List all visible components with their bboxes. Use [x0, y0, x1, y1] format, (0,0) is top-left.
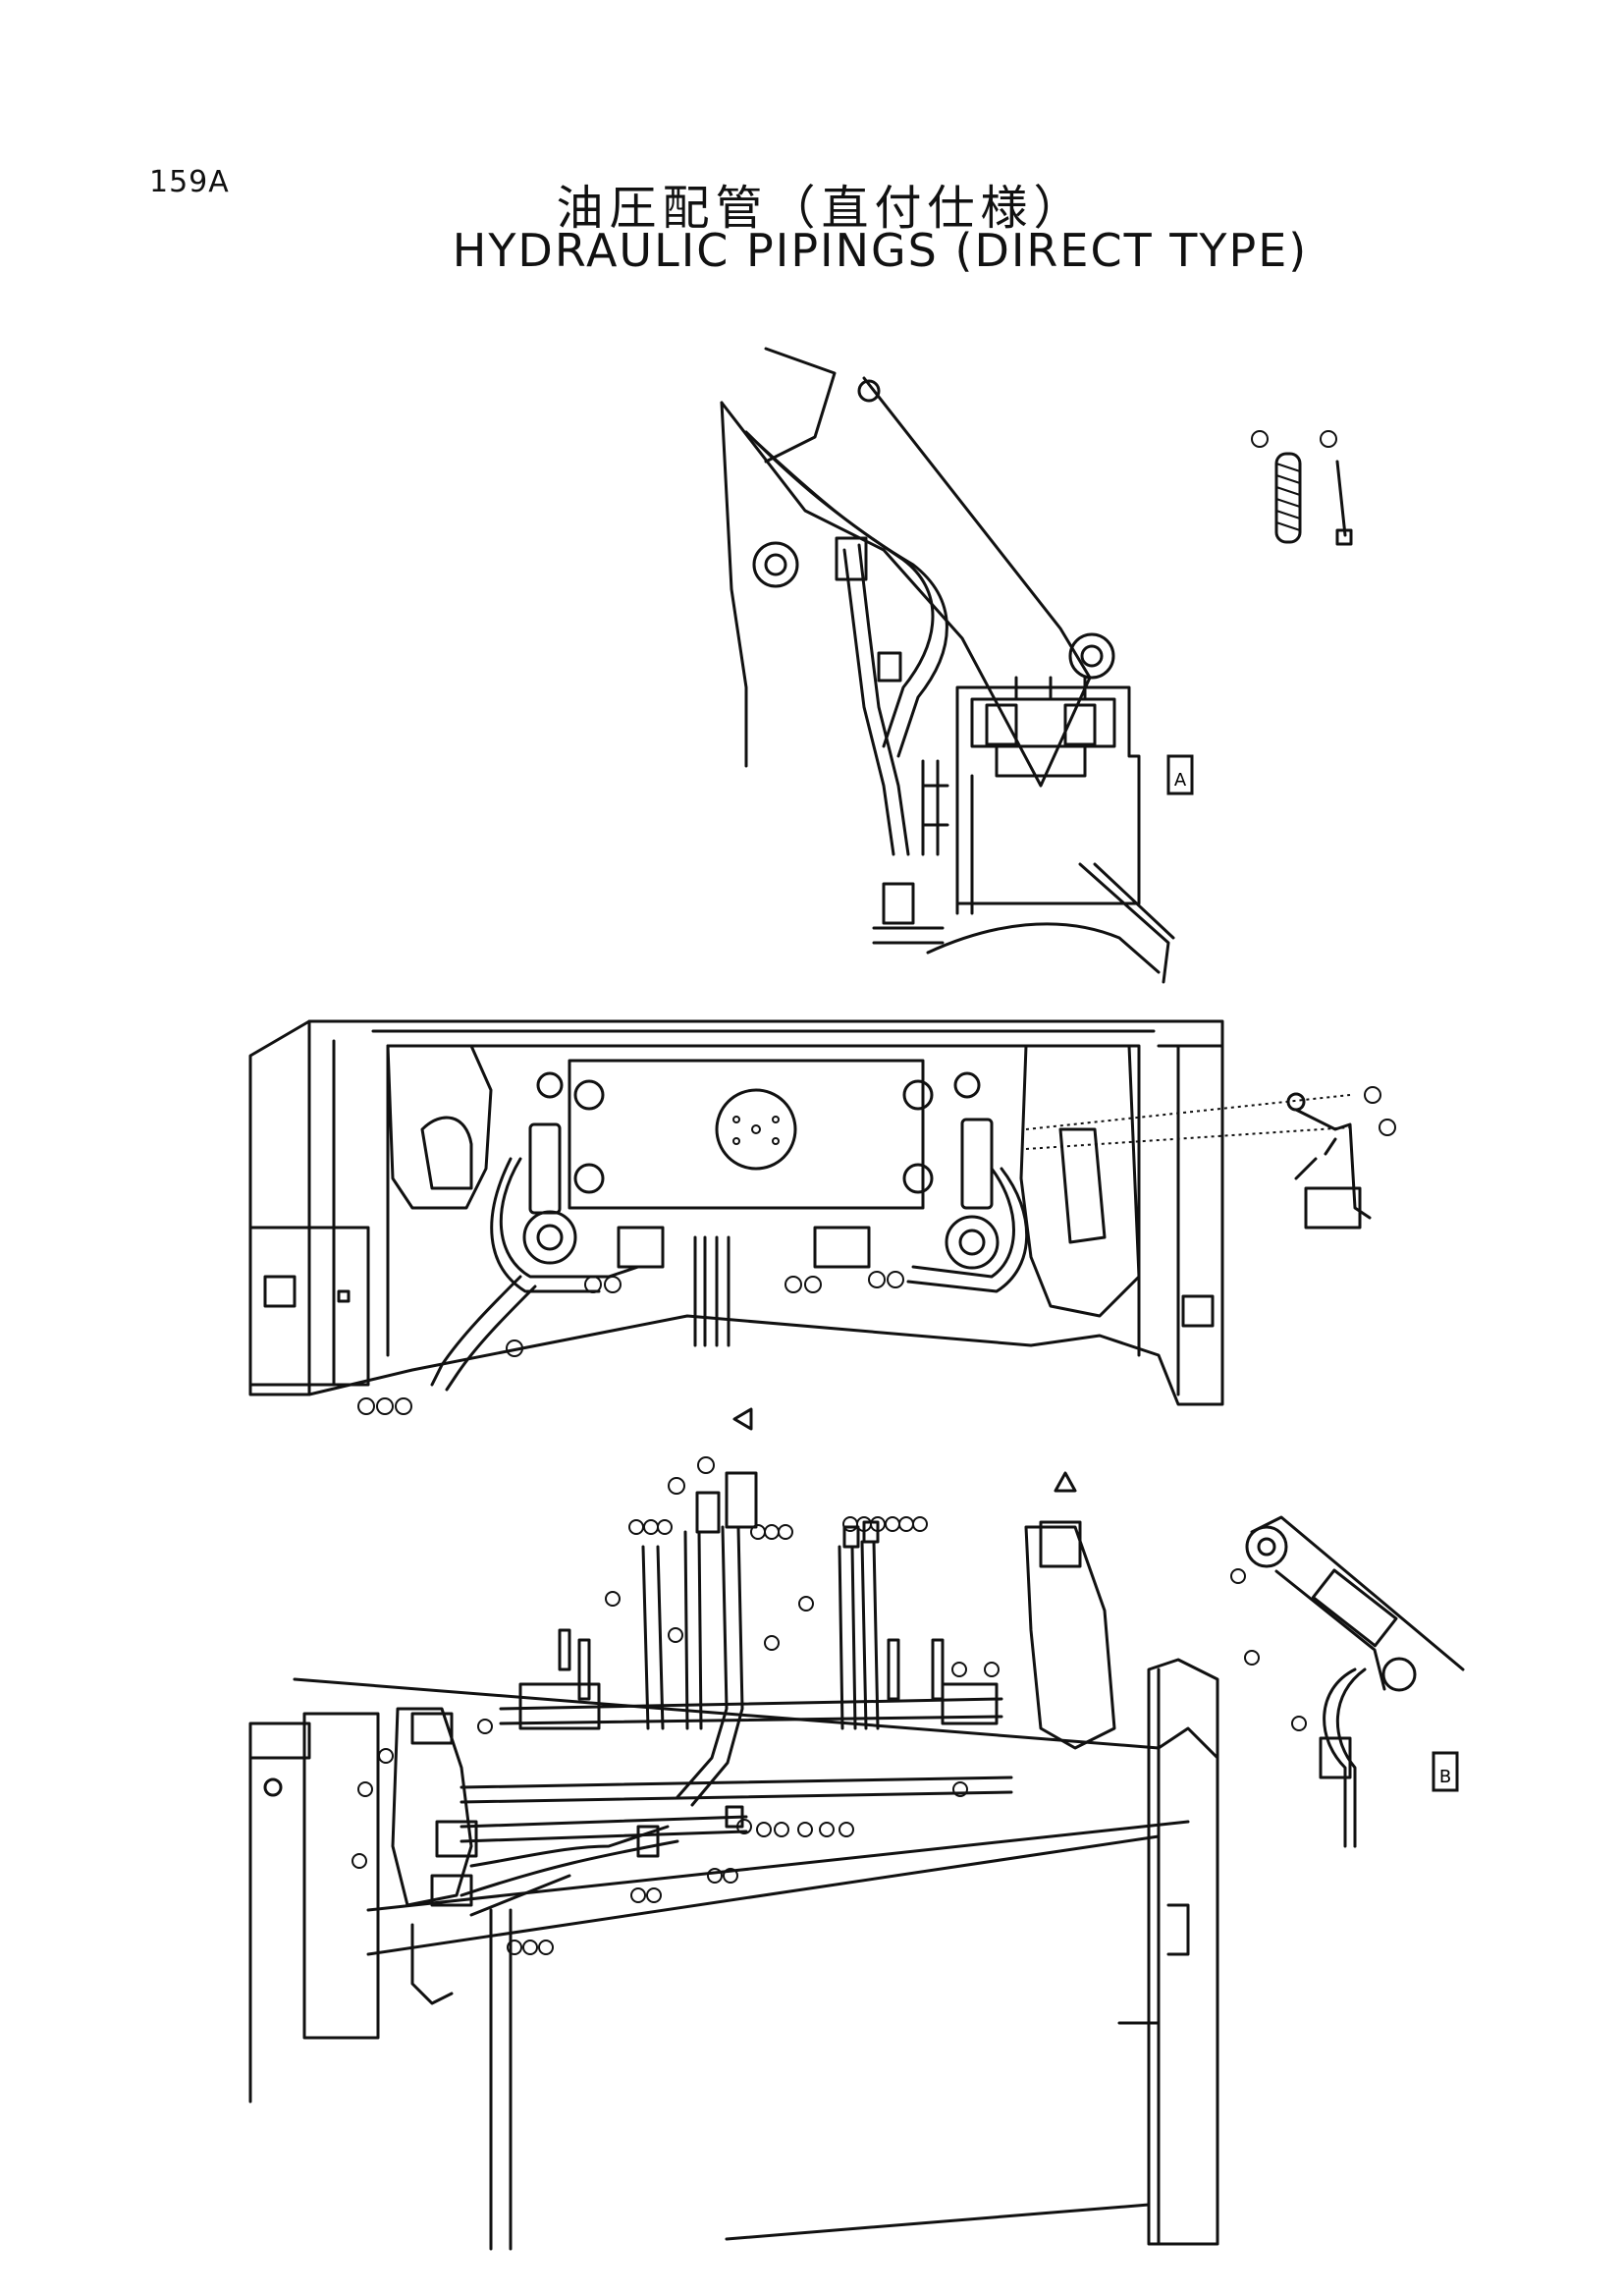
title-japanese: 油圧配管（直付仕様）	[556, 181, 1087, 236]
callout-balloon	[736, 1819, 854, 1837]
callout-balloon	[507, 1940, 554, 1955]
callout-balloon	[951, 1662, 1000, 1797]
view-b-label: B	[1439, 1767, 1451, 1787]
callout-balloon	[352, 1719, 493, 1869]
view-a-marker: A	[1166, 754, 1194, 795]
fitting-detail-right	[1025, 1092, 1372, 1230]
direction-arrow-2	[1054, 1471, 1077, 1493]
frame-plan-view	[248, 1019, 1224, 1406]
callout-balloon	[605, 1591, 814, 1651]
callout-balloon	[668, 1456, 715, 1495]
callout-balloons	[352, 1086, 1396, 1955]
callout-balloon	[784, 1271, 904, 1293]
callout-balloon	[630, 1868, 738, 1903]
callout-balloon	[506, 1086, 1396, 1357]
view-b-marker: B	[1432, 1751, 1459, 1792]
cylinder-detail-b	[1245, 1515, 1465, 1848]
callout-balloon	[584, 1276, 622, 1293]
callout-balloon	[628, 1519, 673, 1535]
view-a-label: A	[1174, 770, 1187, 791]
spare-parts-detail	[1251, 430, 1353, 546]
direction-arrow-1	[732, 1407, 753, 1431]
boom-foot-view	[720, 347, 1175, 984]
callout-balloon	[750, 1524, 793, 1540]
callout-balloon	[1230, 1568, 1307, 1731]
title-english: HYDRAULIC PIPINGS (DIRECT TYPE)	[452, 224, 1309, 277]
side-elevation-view	[248, 1471, 1219, 2251]
page-number: 159A	[149, 165, 230, 199]
callout-balloon	[357, 1397, 412, 1415]
callout-balloon	[842, 1516, 928, 1532]
